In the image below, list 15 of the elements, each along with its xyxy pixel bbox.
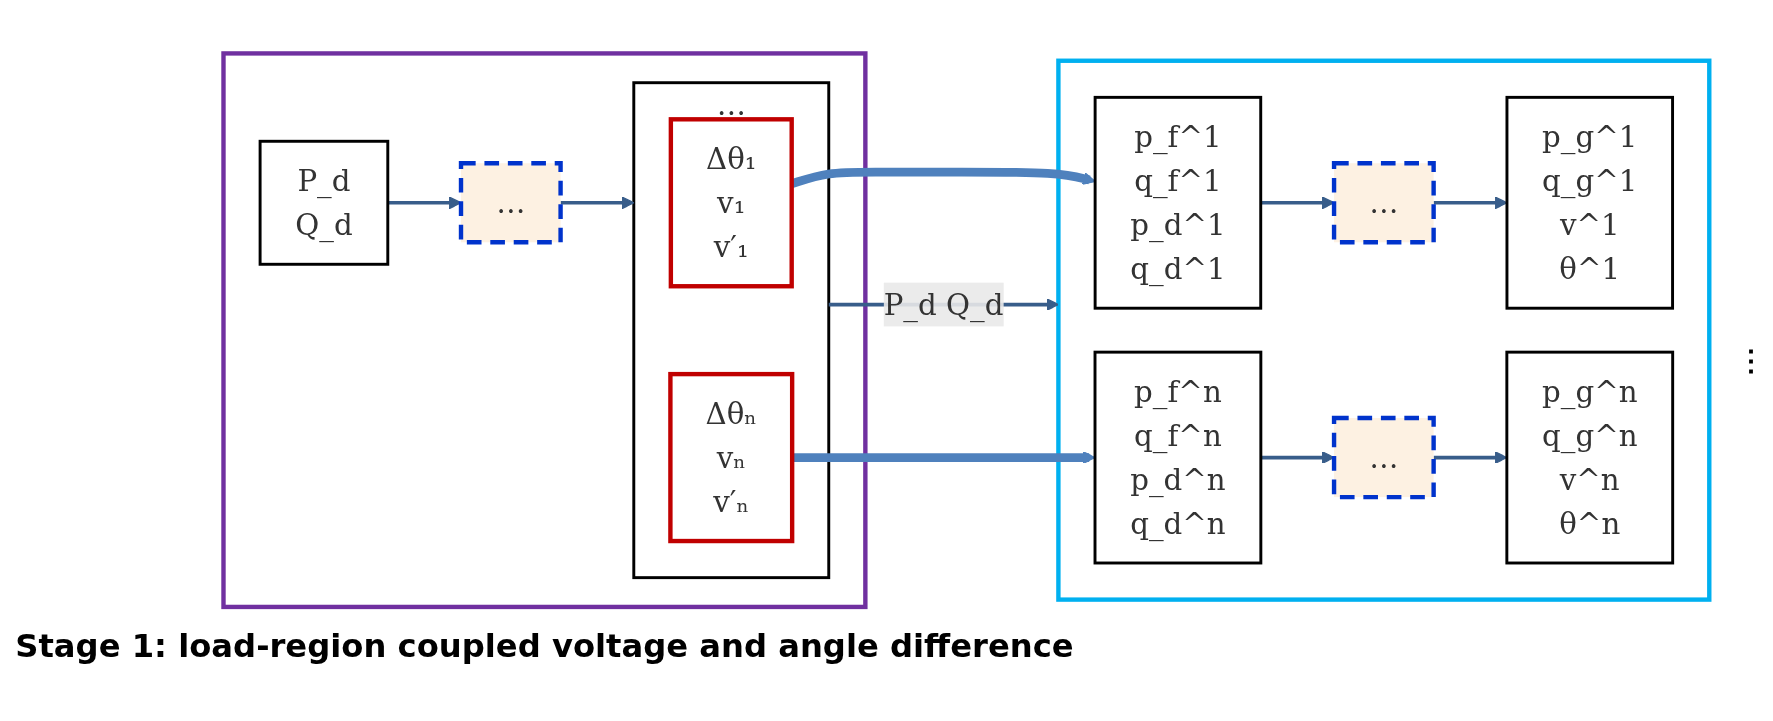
vertical-ellipsis: ⋮ bbox=[1737, 344, 1765, 377]
edge-label: P_d Q_d bbox=[883, 286, 1004, 323]
node-box: P_d Q_d bbox=[258, 139, 390, 266]
node-box: … bbox=[1331, 161, 1436, 245]
cluster bbox=[221, 51, 868, 610]
stage-caption: Stage 1: load-region coupled voltage and angle difference bbox=[15, 626, 1074, 665]
node-box: … bbox=[1331, 415, 1436, 500]
node-box: p_f^1 q_f^1 p_d^1 q_d^1 bbox=[1093, 95, 1263, 310]
cluster bbox=[1056, 58, 1712, 602]
node-box: … bbox=[458, 161, 563, 245]
node-box: p_g^n q_g^n v^n θ^n bbox=[1505, 350, 1675, 565]
node-box: Δθ₁ v₁ v′₁ bbox=[668, 117, 794, 289]
node-box: p_g^1 q_g^1 v^1 θ^1 bbox=[1505, 95, 1675, 310]
node-box: Δθₙ vₙ v′ₙ bbox=[668, 371, 795, 544]
node-box: p_f^n q_f^n p_d^n q_d^n bbox=[1093, 350, 1263, 565]
